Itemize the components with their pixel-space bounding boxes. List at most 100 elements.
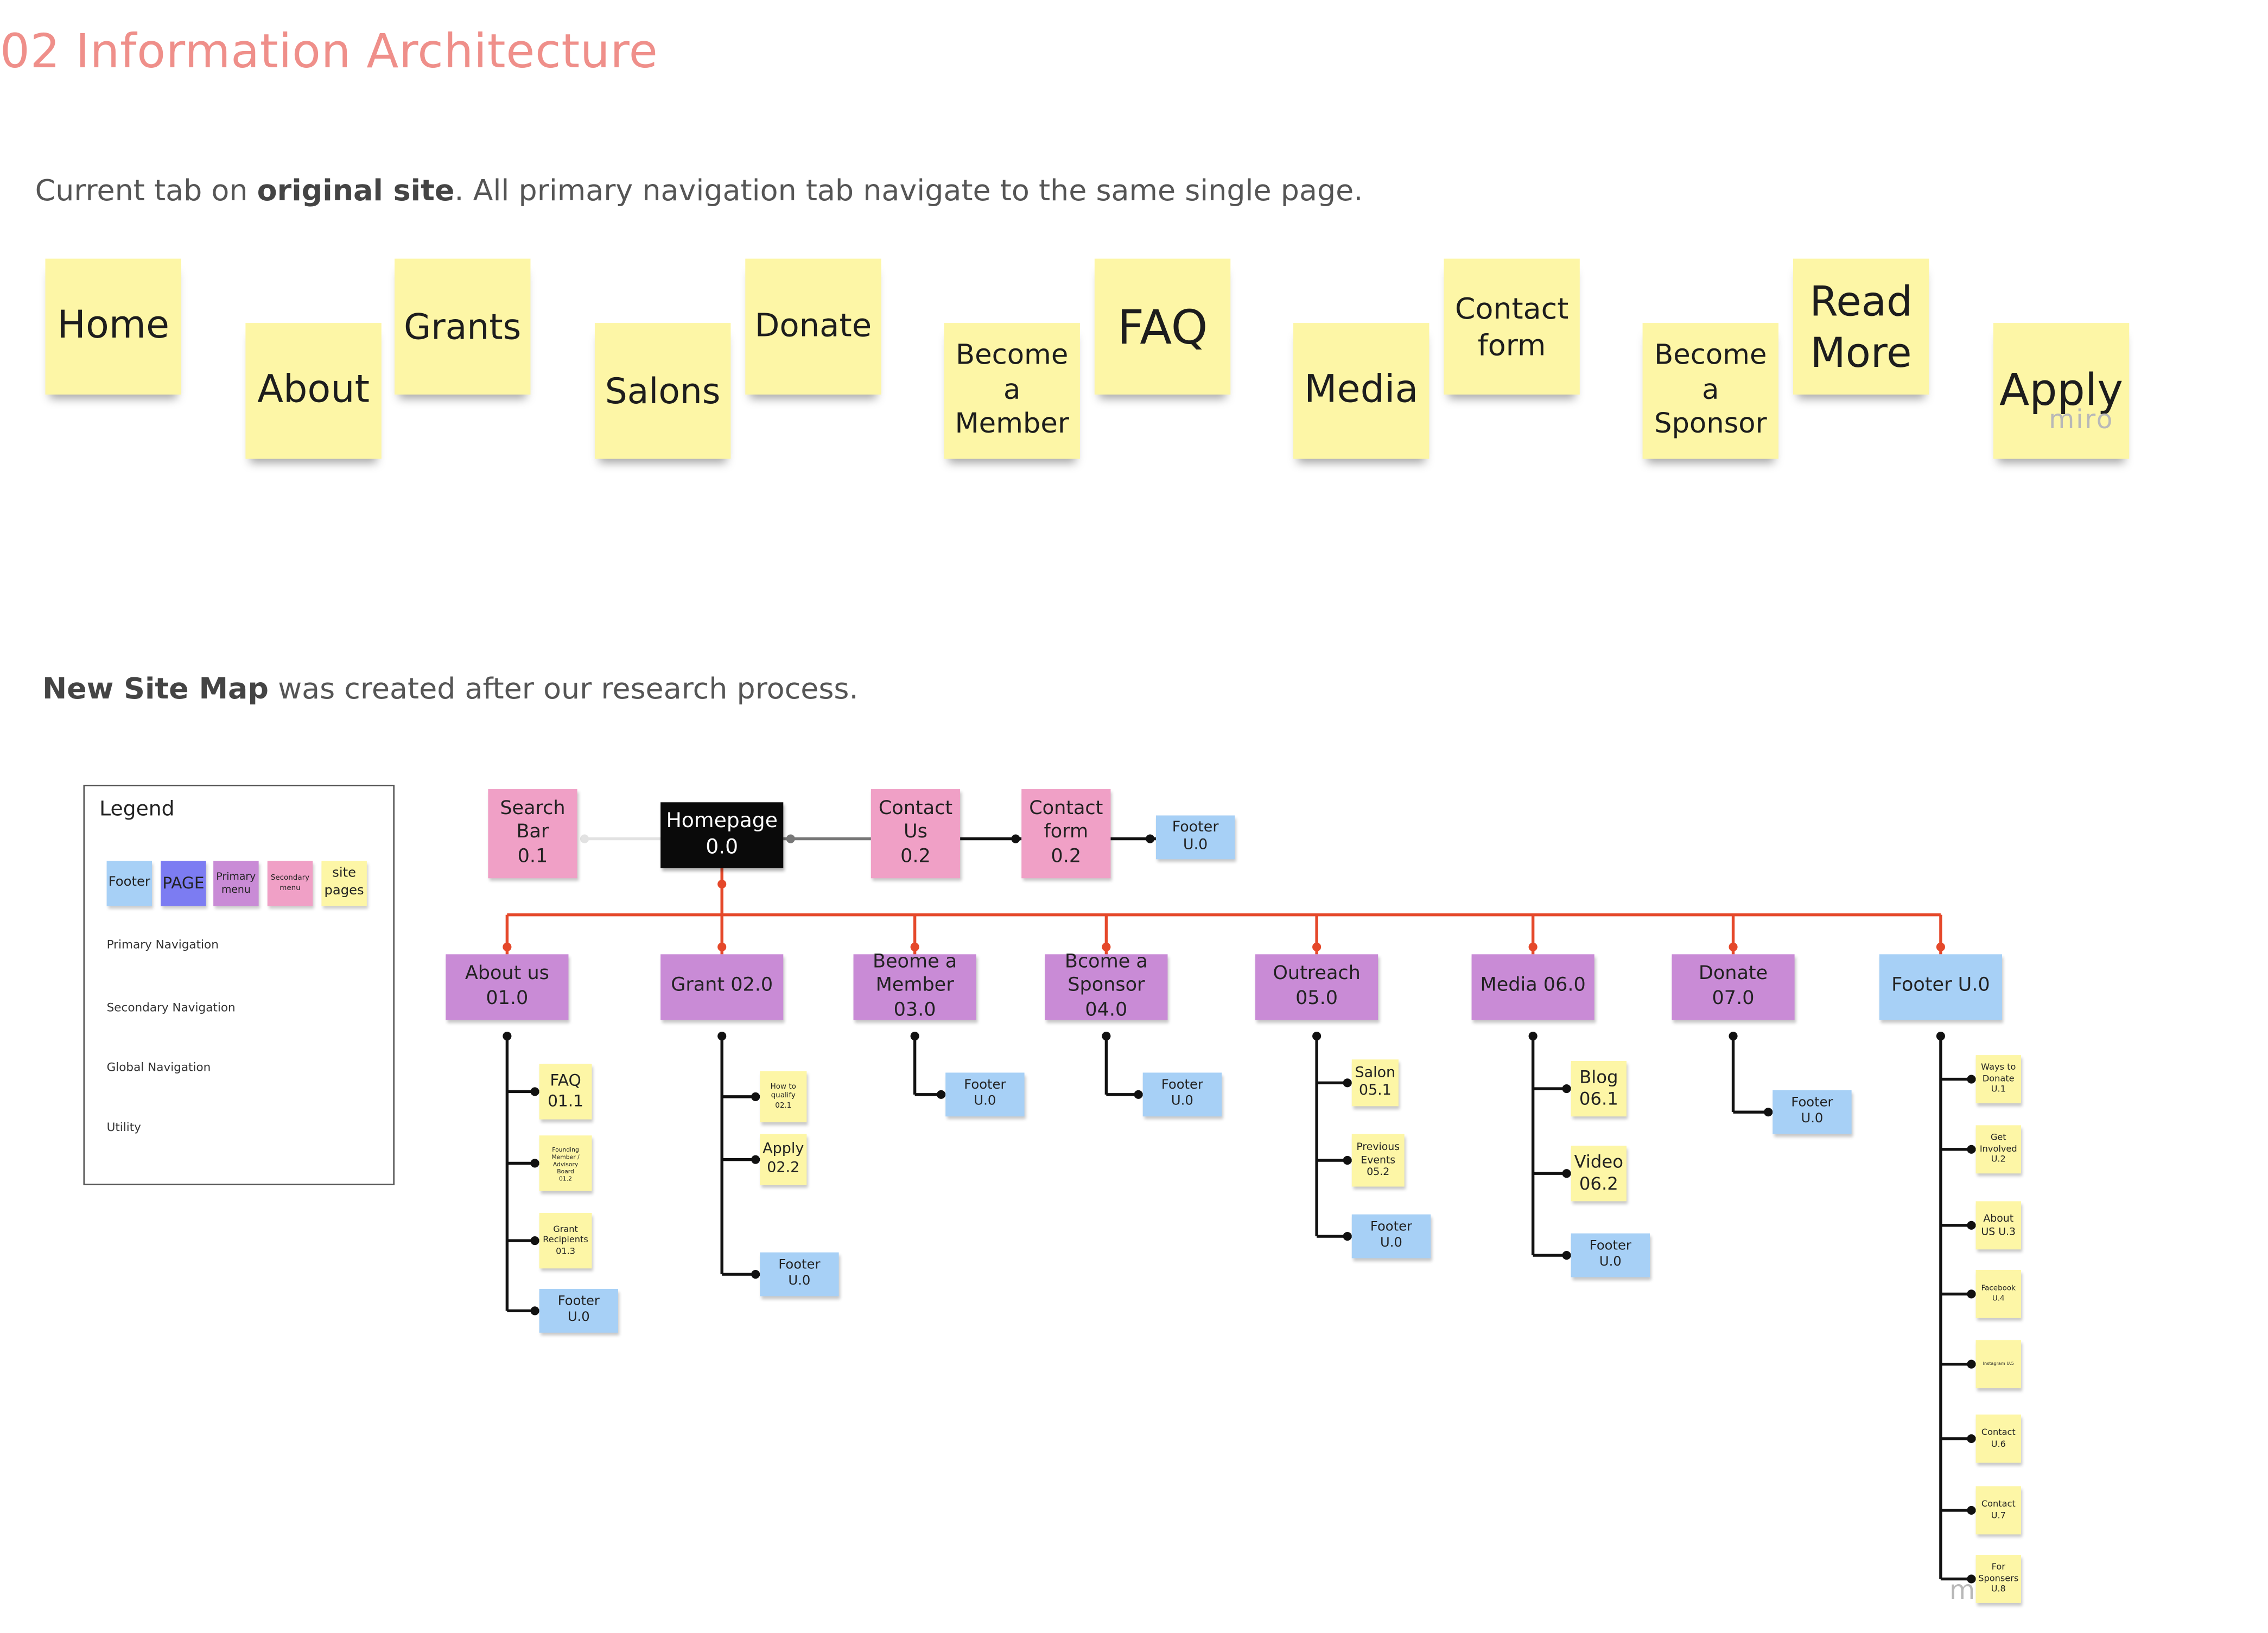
original-tab-note: FAQ — [1094, 258, 1231, 395]
child-page-node: Contact U.6 — [1975, 1414, 2022, 1463]
intro-new-site-map: New Site Map was created after our resea… — [42, 671, 858, 706]
original-tab-note: Salons — [594, 323, 731, 459]
miro-watermark: miro — [2049, 404, 2114, 436]
page-title: 02 Information Architecture — [0, 23, 658, 79]
original-tab-note: Donate — [745, 258, 881, 395]
legend-swatch: Secondary menu — [267, 861, 313, 906]
connector-dot — [1343, 1231, 1352, 1241]
connector-dot — [786, 834, 795, 843]
connector-dot — [1146, 834, 1155, 843]
primary-menu-node: Beome a Member 03.0 — [853, 951, 976, 1021]
original-tab-note: Read More — [1793, 258, 1929, 395]
legend-title: Legend — [99, 798, 175, 822]
connector-dot — [1967, 1434, 1976, 1444]
connector-dot — [1936, 942, 1945, 951]
legend-swatch: Primary menu — [213, 861, 259, 906]
connector-dot — [1967, 1574, 1976, 1584]
legend-swatch: site pages — [321, 861, 367, 906]
original-tab-note: Apply — [1993, 323, 2130, 459]
primary-menu-node: Grant 02.0 — [660, 954, 784, 1020]
child-page-node: FAQ 01.1 — [539, 1064, 592, 1120]
child-page-node: Footer U.0 — [1142, 1072, 1222, 1117]
connector-dot — [1562, 1169, 1571, 1178]
connector-dot — [1528, 942, 1538, 951]
connector-dot — [1562, 1250, 1571, 1260]
child-page-node: Previous Events 05.2 — [1351, 1134, 1405, 1187]
child-page-node: Salon 05.1 — [1351, 1059, 1399, 1107]
primary-menu-node: About us 01.0 — [446, 954, 569, 1020]
primary-menu-node: Outreach 05.0 — [1255, 954, 1378, 1020]
intro2-bold: New Site Map — [42, 670, 269, 706]
connector-dot — [751, 1155, 760, 1164]
search-bar-node: Search Bar 0.1 — [488, 789, 577, 879]
homepage-node: Homepage 0.0 — [660, 802, 784, 868]
child-page-node: How to qualify 02.1 — [760, 1071, 807, 1122]
legend-line-label: Primary Navigation — [106, 938, 219, 951]
child-page-node: Grant Recipients 01.3 — [539, 1212, 592, 1269]
contact-us-node: Contact Us 0.2 — [871, 789, 961, 879]
connector-dot — [1967, 1075, 1976, 1084]
child-page-node: Footer U.0 — [1351, 1214, 1431, 1259]
child-page-node: Blog 06.1 — [1571, 1060, 1627, 1117]
connector-dot — [717, 942, 727, 951]
connector-dot — [1343, 1155, 1352, 1165]
connector-dot — [717, 880, 727, 889]
child-page-node: Footer U.0 — [945, 1072, 1025, 1117]
intro1-post: . All primary navigation tab navigate to… — [454, 172, 1363, 208]
original-tab-note: Media — [1293, 323, 1430, 459]
connector-dot — [530, 1236, 539, 1246]
intro-original-site: Current tab on original site. All primar… — [35, 173, 1363, 208]
connector-dot — [1967, 1145, 1976, 1154]
legend-line-label: Secondary Navigation — [106, 1001, 236, 1014]
child-page-node: Footer U.0 — [1773, 1090, 1852, 1134]
connector-dot — [1312, 942, 1322, 951]
child-page-node: Apply 02.2 — [760, 1134, 807, 1185]
original-tab-note: Become a Sponsor — [1642, 323, 1779, 459]
child-page-node: Get Involved U.2 — [1975, 1125, 2022, 1174]
connector-dot — [1729, 942, 1738, 951]
original-tab-note: Grants — [395, 258, 531, 395]
child-page-node: About US U.3 — [1975, 1201, 2022, 1250]
connector-dot — [751, 1092, 760, 1101]
top-footer-node: Footer U.0 — [1155, 815, 1235, 860]
original-tab-note: About — [245, 323, 382, 459]
child-page-node: Footer U.0 — [1571, 1233, 1650, 1278]
intro1-bold: original site — [257, 172, 455, 208]
connector-dot — [530, 1306, 539, 1316]
child-page-node: Footer U.0 — [760, 1252, 839, 1297]
connector-dot — [1011, 834, 1020, 843]
contact-form-node: Contact form 0.2 — [1021, 789, 1111, 879]
legend-swatch: Footer — [106, 861, 153, 906]
legend-line-label: Global Navigation — [106, 1060, 211, 1075]
child-page-node: Facebook U.4 — [1975, 1269, 2022, 1318]
child-page-node: Ways to Donate U.1 — [1975, 1055, 2022, 1103]
connector-dot — [503, 942, 512, 951]
primary-menu-node: Footer U.0 — [1879, 954, 2002, 1020]
connector-dot — [1967, 1505, 1976, 1515]
connector-dot — [937, 1090, 946, 1099]
intro1-pre: Current tab on — [35, 172, 257, 208]
child-page-node: Contact U.7 — [1975, 1486, 2022, 1535]
child-page-node: Founding Member / Advisory Board 01.2 — [539, 1135, 592, 1191]
connector-dot — [580, 834, 589, 843]
connector-dot — [1967, 1221, 1976, 1230]
child-page-node: Video 06.2 — [1571, 1146, 1627, 1202]
connector-dot — [1102, 942, 1111, 951]
connector-dot — [530, 1087, 539, 1096]
primary-menu-node: Bcome a Sponsor 04.0 — [1045, 951, 1168, 1021]
child-page-node: For Sponsers U.8 — [1975, 1555, 2022, 1603]
connector-dot — [1764, 1108, 1773, 1117]
connector-dot — [910, 942, 919, 951]
child-page-node: Footer U.0 — [539, 1288, 619, 1333]
connector-dot — [530, 1159, 539, 1168]
original-tab-note: Become a Member — [944, 323, 1080, 459]
legend-line-label: Utility — [106, 1121, 141, 1134]
original-tab-note: Home — [45, 258, 181, 395]
connector-dot — [1343, 1078, 1352, 1088]
connector-dot — [751, 1269, 760, 1279]
connector-dot — [1967, 1359, 1976, 1369]
original-tab-note: Contact form — [1444, 258, 1580, 395]
child-page-node: Instagram U.5 — [1975, 1340, 2022, 1389]
